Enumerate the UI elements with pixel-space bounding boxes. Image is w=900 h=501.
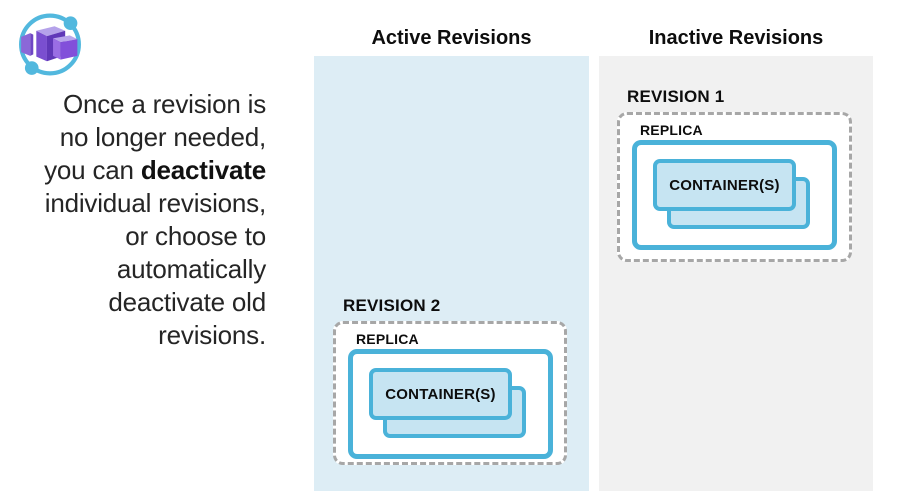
azure-container-apps-icon-svg xyxy=(19,13,81,76)
inactive-revisions-column: REVISION 1 REPLICA CONTAINER(S) xyxy=(599,56,873,491)
revision-2-container-front-card: CONTAINER(S) xyxy=(369,368,512,420)
intro-line-8: revisions. xyxy=(158,320,266,350)
active-revisions-column: REVISION 2 REPLICA CONTAINER(S) xyxy=(314,56,589,491)
deactivate-emphasis: deactivate xyxy=(140,155,266,185)
intro-line-3: you can xyxy=(44,155,141,185)
revision-2-boundary: REPLICA CONTAINER(S) xyxy=(333,321,567,465)
revision-1-block: REVISION 1 REPLICA CONTAINER(S) xyxy=(617,86,852,262)
revision-2-replica-label: REPLICA xyxy=(356,331,419,347)
intro-line-4: individual revisions, xyxy=(44,188,266,218)
revision-1-container-front-card: CONTAINER(S) xyxy=(653,159,796,211)
revision-1-replica-box: CONTAINER(S) xyxy=(632,140,837,250)
revision-1-label: REVISION 1 xyxy=(627,87,725,106)
revision-2-replica-box: CONTAINER(S) xyxy=(348,349,553,459)
inactive-revisions-header: Inactive Revisions xyxy=(648,27,824,49)
revision-1-boundary: REPLICA CONTAINER(S) xyxy=(617,112,852,262)
active-revisions-header: Active Revisions xyxy=(371,27,532,49)
intro-line-7: deactivate old xyxy=(108,287,266,317)
intro-line-2: no longer needed, xyxy=(59,122,266,152)
revision-1-container-label: CONTAINER(S) xyxy=(669,176,780,194)
intro-line-6: automatically xyxy=(116,254,266,284)
revision-2-label: REVISION 2 xyxy=(343,296,441,315)
revision-1-container-stack: CONTAINER(S) xyxy=(653,159,813,231)
revision-2-block: REVISION 2 REPLICA CONTAINER(S) xyxy=(333,295,567,465)
revision-2-container-stack: CONTAINER(S) xyxy=(369,368,529,440)
intro-line-5: or choose to xyxy=(125,221,266,251)
azure-container-apps-icon xyxy=(12,8,88,84)
revision-1-replica-label: REPLICA xyxy=(640,122,703,138)
intro-line-1: Once a revision is xyxy=(62,89,266,119)
intro-paragraph: Once a revision is no longer needed, you… xyxy=(8,88,266,352)
revision-2-container-label: CONTAINER(S) xyxy=(385,385,496,403)
